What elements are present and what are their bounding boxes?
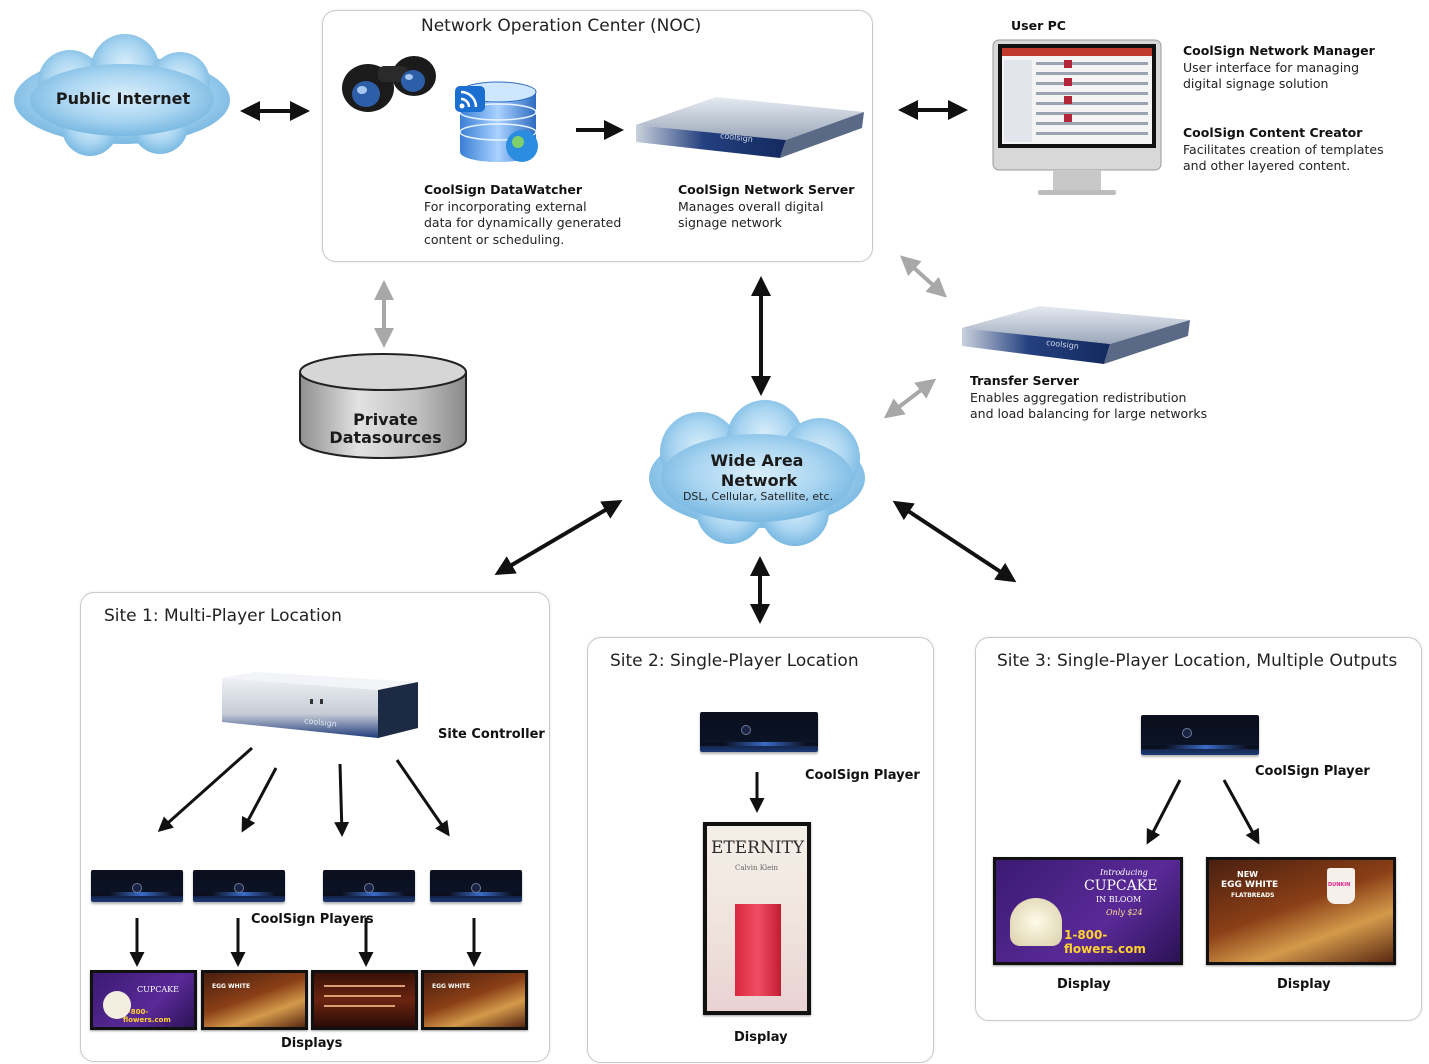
wan-label-line2: Network (720, 471, 798, 490)
site1-title: Site 1: Multi-Player Location (104, 606, 342, 626)
datawatcher-db-icon (455, 81, 538, 162)
network-manager-label: CoolSign Network Manager User interface … (1183, 43, 1375, 93)
site3-egg-title: EGG WHITE (1221, 880, 1279, 890)
site3-player-label: CoolSign Player (1255, 764, 1370, 779)
site1-display-3 (311, 970, 418, 1030)
site2-display: ETERNITY Calvin Klein (703, 822, 811, 1015)
site3-cupcake-sub: IN BLOOM (1096, 895, 1142, 904)
public-internet-cloud (14, 34, 230, 156)
site1-display-1: CUPCAKE 1-800-flowers.com (90, 970, 197, 1030)
site1-player-2 (193, 870, 285, 902)
site3-title: Site 3: Single-Player Location, Multiple… (997, 651, 1398, 671)
network-server-label: CoolSign Network Server Manages overall … (678, 182, 854, 232)
coffee-cup-brand: DUNKIN (1328, 882, 1351, 888)
network-manager-name: CoolSign Network Manager (1183, 43, 1375, 58)
site3-display-1: Introducing CUPCAKE IN BLOOM Only $24 1-… (993, 857, 1183, 965)
perfume-bottle-image (735, 904, 781, 996)
site3-display-2: NEW EGG WHITE FLATBREADS DUNKIN (1206, 857, 1396, 965)
site2-display-label: Display (734, 1030, 788, 1045)
site1-player-1 (91, 870, 183, 902)
network-server-desc-2: signage network (678, 215, 782, 230)
transfer-server-name: Transfer Server (970, 373, 1079, 388)
network-server-name: CoolSign Network Server (678, 182, 855, 197)
content-creator-name: CoolSign Content Creator (1183, 125, 1363, 140)
wan-label-line1: Wide Area (710, 451, 804, 470)
site3-display-1-label: Display (1057, 977, 1111, 992)
eternity-sub: Calvin Klein (735, 864, 779, 872)
wan-cloud (649, 400, 865, 546)
site-controller-label: Site Controller (438, 727, 545, 742)
transfer-server-icon (962, 306, 1190, 364)
site1-displays-label: Displays (281, 1036, 343, 1051)
gray-connector-arrows (374, 255, 947, 419)
display-egg-title: EGG WHITE (212, 983, 251, 990)
datawatcher-desc-3: content or scheduling. (424, 231, 565, 247)
network-server-desc-1: Manages overall digital (678, 198, 824, 214)
site3-cupcake-title: CUPCAKE (1084, 878, 1158, 894)
site3-cupcake-intro: Introducing (1100, 868, 1148, 877)
cupcake-image (103, 991, 131, 1019)
site3-egg-sub: FLATBREADS (1231, 892, 1275, 899)
site-controller-icon (222, 672, 418, 738)
display-cupcake-title: CUPCAKE (137, 985, 179, 994)
eternity-brand: ETERNITY (711, 838, 805, 858)
transfer-server-desc-1: Enables aggregation redistribution (970, 389, 1187, 405)
user-pc-monitor-icon (992, 39, 1162, 195)
connector-arrows (129, 100, 1260, 967)
site3-player (1141, 715, 1259, 755)
private-datasources-line1: Private (353, 410, 418, 429)
cupcake-image-large (1010, 898, 1062, 946)
site2-player-label: CoolSign Player (805, 768, 920, 783)
site1-display-2: EGG WHITE (201, 970, 308, 1030)
display-cupcake-footer: 1-800-flowers.com (123, 1008, 171, 1024)
content-creator-desc-1: Facilitates creation of templates (1183, 141, 1384, 157)
transfer-server-label: Transfer Server Enables aggregation redi… (970, 373, 1207, 423)
datawatcher-label: CoolSign DataWatcher For incorporating e… (424, 182, 621, 248)
site3-cupcake-footer: 1-800-flowers.com (1064, 928, 1146, 956)
noc-title: Network Operation Center (NOC) (421, 16, 702, 36)
site1-players-label: CoolSign Players (251, 912, 374, 927)
private-datasources-db (299, 353, 467, 459)
public-internet-label: Public Internet (55, 89, 191, 108)
transfer-server-desc-2: and load balancing for large networks (970, 406, 1208, 421)
datawatcher-desc-1: For incorporating external (424, 198, 587, 214)
site1-display-4: EGG WHITE (421, 970, 528, 1030)
private-datasources-line2: Datasources (329, 428, 442, 447)
user-pc-title: User PC (1011, 18, 1066, 33)
wan-subtitle: DSL, Cellular, Satellite, etc. (682, 490, 834, 503)
datawatcher-name: CoolSign DataWatcher (424, 182, 583, 197)
network-manager-desc-2: digital signage solution (1183, 76, 1329, 91)
coffee-cup-image: DUNKIN (1327, 868, 1355, 904)
site2-title: Site 2: Single-Player Location (610, 651, 859, 671)
content-creator-label: CoolSign Content Creator Facilitates cre… (1183, 125, 1384, 175)
site3-display-2-label: Display (1277, 977, 1331, 992)
content-creator-desc-2: and other layered content. (1183, 158, 1351, 173)
binoculars-icon (342, 56, 436, 112)
display-egg-title-2: EGG WHITE (432, 983, 471, 990)
site3-egg-new: NEW (1237, 870, 1258, 879)
site2-player (700, 712, 818, 752)
network-manager-desc-1: User interface for managing (1183, 59, 1360, 75)
site1-player-3 (323, 870, 415, 902)
datawatcher-desc-2: data for dynamically generated (424, 215, 622, 230)
site1-player-4 (430, 870, 522, 902)
site3-cupcake-price: Only $24 (1106, 908, 1143, 917)
network-server-icon (636, 97, 864, 158)
